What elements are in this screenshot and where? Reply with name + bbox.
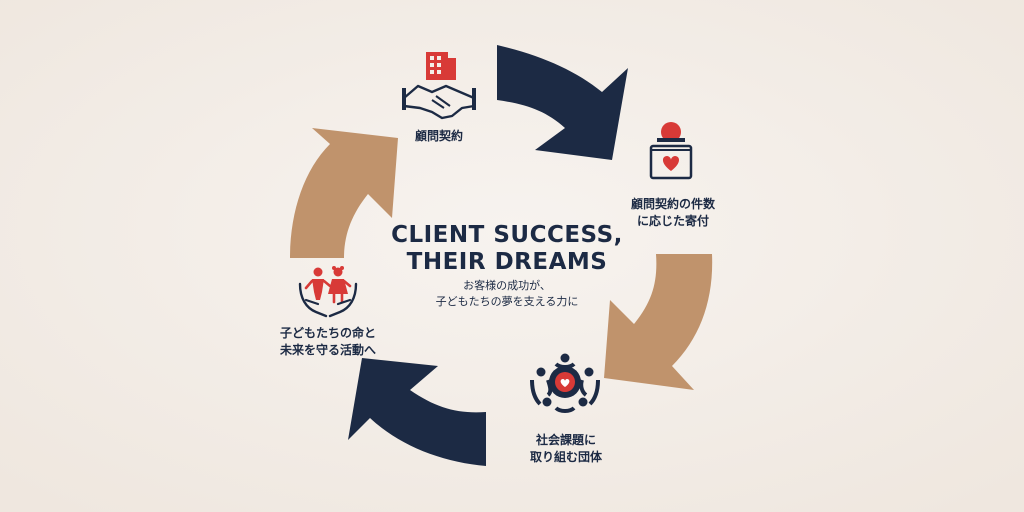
step-label-line: 顧問契約の件数: [630, 197, 715, 211]
center-title-line: CLIENT SUCCESS,: [391, 222, 623, 248]
cycle-arrow-right: [604, 254, 713, 390]
center-subtitle: お客様の成功が、 子どもたちの夢を支える力に: [352, 278, 662, 310]
step-label-donation: 顧問契約の件数 に応じた寄付: [618, 196, 728, 230]
step-label-advisory-contract: 顧問契約: [404, 128, 474, 145]
center-subtitle-line: 子どもたちの夢を支える力に: [435, 295, 579, 308]
step-label-organizations: 社会課題に 取り組む団体: [518, 432, 614, 466]
cycle-arrow-bottom: [348, 358, 486, 466]
center-title: CLIENT SUCCESS, THEIR DREAMS: [352, 222, 662, 276]
step-label-line: 取り組む団体: [529, 450, 602, 464]
step-label-line: 社会課題に: [535, 433, 596, 447]
cycle-arrow-top-right: [497, 45, 628, 160]
handshake-building-icon: [402, 52, 476, 120]
donation-box-icon: [649, 122, 693, 180]
center-title-line: THEIR DREAMS: [406, 249, 608, 275]
cycle-arrow-left: [290, 128, 398, 258]
step-label-children-activities: 子どもたちの命と 未来を守る活動へ: [268, 325, 388, 359]
step-label-line: に応じた寄付: [636, 214, 709, 228]
children-hands-icon: [298, 266, 358, 318]
community-heart-icon: [530, 353, 600, 413]
step-label-line: 顧問契約: [414, 129, 463, 143]
center-subtitle-line: お客様の成功が、: [463, 279, 551, 292]
step-label-line: 未来を守る活動へ: [279, 343, 376, 357]
step-label-line: 子どもたちの命と: [279, 326, 376, 340]
